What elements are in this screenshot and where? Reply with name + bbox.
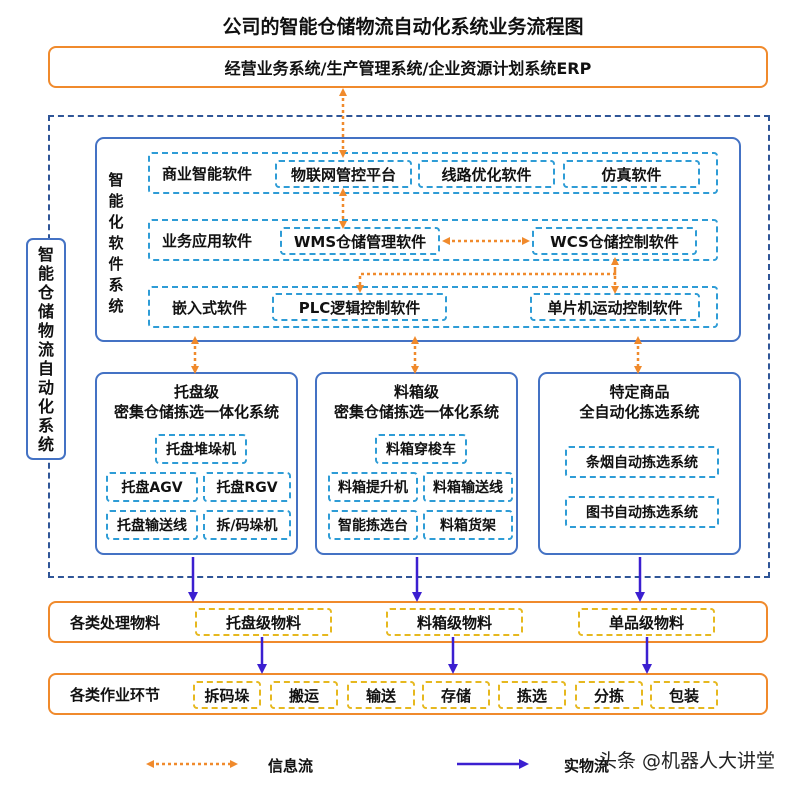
tote-material: 料箱级物料 xyxy=(386,608,523,636)
automation-system-label-text-char: 能 xyxy=(37,263,54,283)
software-system-label-char: 化 xyxy=(108,213,124,231)
item-material: 单品级物料 xyxy=(578,608,715,636)
diagram-title: 公司的智能仓储物流自动化系统业务流程图 xyxy=(222,16,584,38)
specific-goods-system-title-line1: 特定商品 xyxy=(609,383,670,401)
automation-system-label-text-char: 自 xyxy=(37,358,54,378)
software-system-label: 智能化软件系统 xyxy=(103,170,129,317)
tote-system-title-line2: 密集仓储拣选一体化系统 xyxy=(333,403,499,421)
info-flow-wcs-embedded xyxy=(356,257,619,293)
plc-software: PLC逻辑控制软件 xyxy=(272,293,447,321)
specific-goods-system-title-line2: 全自动化拣选系统 xyxy=(579,403,700,421)
pallet-agv: 托盘AGV xyxy=(106,472,198,502)
materials-label: 各类处理物料 xyxy=(70,613,161,632)
pallet-conveyor: 托盘输送线 xyxy=(106,510,198,540)
software-system-label-char: 能 xyxy=(108,192,124,210)
automation-system-label-text: 智能仓储物流自动化系统 xyxy=(38,245,54,454)
automation-system-label-text-char: 统 xyxy=(37,434,54,454)
tote-lift: 料箱提升机 xyxy=(328,472,418,502)
watermark-text: 头条 @机器人大讲堂 xyxy=(598,750,776,772)
op-conveying: 输送 xyxy=(347,681,415,709)
simulation-software: 仿真软件 xyxy=(563,160,700,188)
pallet-system-title-line2: 密集仓储拣选一体化系统 xyxy=(113,403,279,421)
automation-system-label-text-char: 仓 xyxy=(37,282,54,302)
software-system-label-char: 件 xyxy=(108,255,124,273)
software-row-bi-label: 商业智能软件 xyxy=(162,164,253,183)
operations-label: 各类作业环节 xyxy=(70,685,161,704)
automation-system-label-text-char: 系 xyxy=(37,415,54,435)
software-row-app-label: 业务应用软件 xyxy=(162,231,253,250)
automation-system-label-text-char: 智 xyxy=(37,244,54,264)
software-row-embedded-label: 嵌入式软件 xyxy=(172,298,248,317)
automation-system-label-text-char: 化 xyxy=(37,396,54,416)
software-system-label-char: 智 xyxy=(108,171,124,189)
automation-system-label-text-char: 储 xyxy=(37,301,54,321)
software-system-label-char: 统 xyxy=(108,297,124,315)
pallet-system-title-line1: 托盘级 xyxy=(173,383,219,401)
automation-system-label: 智能仓储物流自动化系统 xyxy=(26,238,66,460)
op-sorting: 分拣 xyxy=(575,681,643,709)
pallet-rgv: 托盘RGV xyxy=(203,472,291,502)
pallet-system-box: 托盘级 密集仓储拣选一体化系统 托盘堆垛机 托盘AGV 托盘RGV 托盘输送线 … xyxy=(95,372,298,555)
op-storage: 存储 xyxy=(422,681,490,709)
iot-platform: 物联网管控平台 xyxy=(275,160,412,188)
automation-system-label-text-char: 动 xyxy=(37,377,54,397)
tote-system-title: 料箱级 密集仓储拣选一体化系统 xyxy=(317,382,516,422)
specific-goods-system-box: 特定商品 全自动化拣选系统 条烟自动拣选系统 图书自动拣选系统 xyxy=(538,372,741,555)
tote-shuttle: 料箱穿梭车 xyxy=(375,434,467,464)
pallet-stacker: 托盘堆垛机 xyxy=(155,434,247,464)
tote-rack: 料箱货架 xyxy=(423,510,513,540)
legend-physical-flow-label: 实物流 xyxy=(564,757,610,775)
op-picking: 拣选 xyxy=(498,681,566,709)
tote-system-box: 料箱级 密集仓储拣选一体化系统 料箱穿梭车 料箱提升机 料箱输送线 智能拣选台 … xyxy=(315,372,518,555)
op-palletizing: 拆码垛 xyxy=(193,681,261,709)
software-system-label-char: 软 xyxy=(108,234,124,252)
cigarette-picking-system: 条烟自动拣选系统 xyxy=(565,446,719,478)
software-row-bi xyxy=(148,152,718,194)
software-system-label-char: 系 xyxy=(108,276,124,294)
op-handling: 搬运 xyxy=(270,681,338,709)
mcu-motion-software: 单片机运动控制软件 xyxy=(530,293,700,321)
wms-software: WMS仓储管理软件 xyxy=(280,227,440,255)
book-picking-system: 图书自动拣选系统 xyxy=(565,496,719,528)
specific-goods-system-title: 特定商品 全自动化拣选系统 xyxy=(540,382,739,422)
automation-system-label-text-char: 流 xyxy=(37,339,54,359)
automation-system-label-text-char: 物 xyxy=(37,320,54,340)
erp-system-bar: 经营业务系统/生产管理系统/企业资源计划系统ERP xyxy=(48,46,768,88)
op-packing: 包装 xyxy=(650,681,718,709)
tote-system-title-line1: 料箱级 xyxy=(393,383,439,401)
route-optimization-software: 线路优化软件 xyxy=(418,160,555,188)
wcs-software: WCS仓储控制软件 xyxy=(532,227,697,255)
palletizer: 拆/码垛机 xyxy=(203,510,291,540)
pallet-system-title: 托盘级 密集仓储拣选一体化系统 xyxy=(97,382,296,422)
legend-info-flow-label: 信息流 xyxy=(268,757,314,775)
smart-picking-station: 智能拣选台 xyxy=(328,510,418,540)
tote-conveyor: 料箱输送线 xyxy=(423,472,513,502)
pallet-material: 托盘级物料 xyxy=(195,608,332,636)
